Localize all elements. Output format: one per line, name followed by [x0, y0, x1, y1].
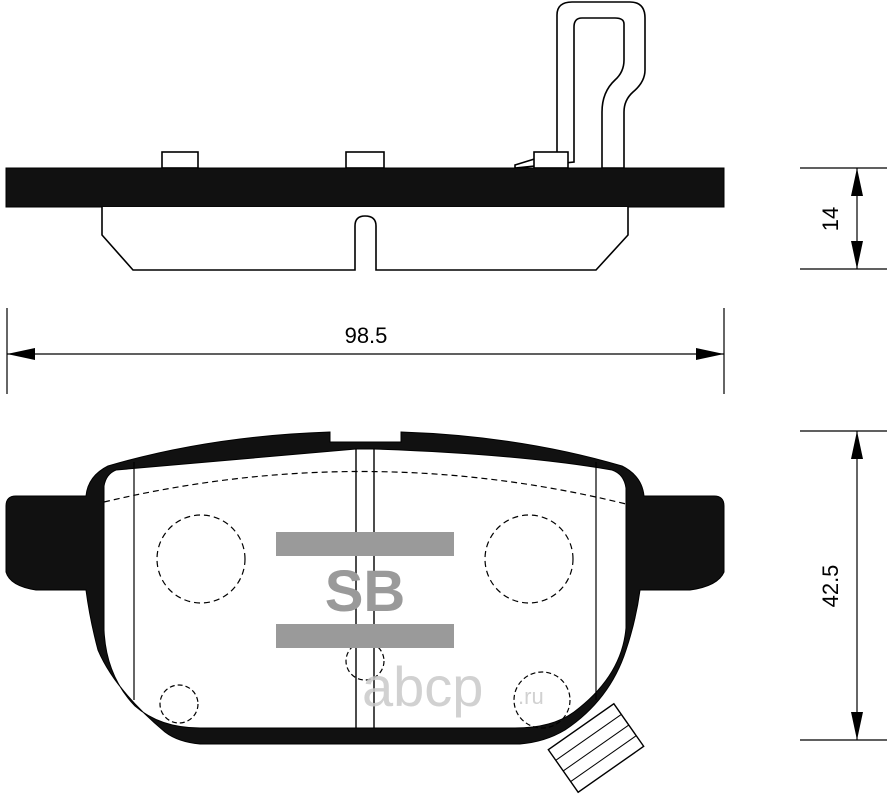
height-label: 42.5: [818, 565, 843, 608]
wear-indicator-front: [547, 702, 645, 794]
backplate-tab-left: [161, 151, 199, 169]
watermark-main: abcp: [362, 655, 483, 718]
logo-text: SB: [325, 559, 406, 624]
sb-logo: SB: [276, 532, 454, 648]
thickness-label: 14: [818, 207, 843, 231]
arrow-up-icon: [851, 168, 863, 196]
watermark: abcp .ru: [362, 655, 544, 718]
arrow-down-icon: [851, 241, 863, 269]
rivet-left-dashed: [159, 684, 199, 724]
watermark-suffix: .ru: [518, 684, 544, 709]
front-view: [5, 431, 725, 794]
piston-right-dashed: [484, 514, 574, 604]
logo-bar-top: [276, 532, 454, 556]
dimension-thickness: 14: [800, 167, 887, 270]
backing-plate: [5, 167, 725, 208]
arrow-up-icon: [851, 431, 863, 459]
logo-bar-bottom: [276, 624, 454, 648]
clip-rivet: [533, 151, 569, 169]
backplate-outline: [5, 431, 725, 745]
wear-indicator-clip: [514, 1, 646, 169]
friction-material-profile: [101, 207, 629, 271]
backplate-tab-center: [345, 151, 385, 169]
dimension-height: 42.5: [800, 430, 887, 741]
side-view: [5, 1, 725, 271]
wear-line-dashed: [103, 470, 627, 505]
width-label: 98.5: [345, 323, 388, 348]
rivet-right-dashed: [513, 671, 571, 729]
dimension-width: 98.5: [6, 308, 725, 394]
piston-left-dashed: [156, 514, 246, 604]
arrow-right-icon: [696, 348, 724, 360]
arrow-down-icon: [851, 712, 863, 740]
arrow-left-icon: [7, 348, 35, 360]
